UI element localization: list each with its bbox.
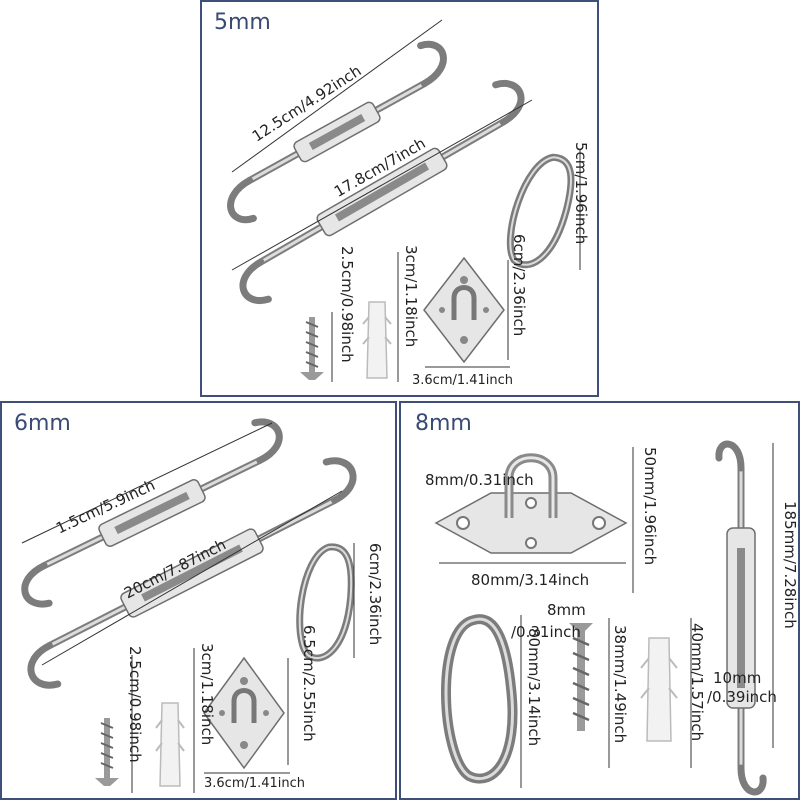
screw-icon xyxy=(569,623,593,731)
label-pad-width: 80mm/3.14inch xyxy=(471,571,590,589)
label-turnbuckle-hook: 10mm xyxy=(713,669,762,687)
label-screw-length: 38mm/1.49inch xyxy=(611,625,629,744)
label-pad-eye: 3.6cm/1.41inch xyxy=(412,373,514,388)
hardware-illustration-5mm xyxy=(227,19,581,382)
label-carabiner-width: 5cm/1.96inch xyxy=(572,142,590,245)
screw-icon xyxy=(95,718,119,786)
label-screw-dia-in: /0.31inch xyxy=(511,623,581,641)
label-carabiner-length: 6.5cm/2.55inch xyxy=(300,625,318,742)
label-screw: 2.5cm/0.98inch xyxy=(338,246,356,363)
panel-8mm: 8mm xyxy=(399,401,800,800)
screw-icon xyxy=(300,317,324,380)
label-anchor: 3cm/1.18inch xyxy=(198,643,216,746)
carabiner-icon xyxy=(441,614,518,784)
turnbuckle-long-icon xyxy=(27,457,357,689)
label-pad-ring: 8mm/0.31inch xyxy=(425,471,534,489)
label-screw: 2.5cm/0.98inch xyxy=(126,646,144,763)
label-carabiner-width: 6cm/2.36inch xyxy=(366,543,384,646)
wall-anchor-icon xyxy=(362,301,392,379)
panel-5mm: 5mm xyxy=(200,0,599,397)
label-carabiner-length: 80mm/3.14inch xyxy=(525,628,543,747)
panel-title: 8mm xyxy=(415,411,472,436)
wall-anchor-icon xyxy=(155,702,185,787)
label-carabiner-length: 6cm/2.36inch xyxy=(510,234,528,337)
label-turnbuckle-hook-in: /0.39inch xyxy=(707,688,777,706)
label-anchor: 3cm/1.18inch xyxy=(402,245,420,348)
pad-eye-icon xyxy=(203,656,285,770)
turnbuckle-icon xyxy=(715,440,767,796)
label-anchor-length: 40mm/1.57inch xyxy=(688,623,706,742)
hardware-illustration-8mm xyxy=(434,440,774,796)
turnbuckle-long-icon xyxy=(239,80,525,304)
hardware-illustration-6mm xyxy=(21,418,357,793)
pad-eye-icon xyxy=(423,256,505,364)
panel-title: 5mm xyxy=(214,10,271,35)
label-turnbuckle-length: 185mm/7.28inch xyxy=(781,501,799,629)
panel-6mm: 6mm xyxy=(0,401,397,800)
carabiner-icon xyxy=(296,543,355,662)
turnbuckle-short-icon xyxy=(21,418,283,608)
turnbuckle-short-icon xyxy=(227,40,447,224)
label-pad-height: 50mm/1.96inch xyxy=(641,447,659,566)
carabiner-icon xyxy=(506,153,575,269)
wall-anchor-icon xyxy=(640,637,678,742)
pad-eye-icon xyxy=(434,453,628,554)
label-screw-dia: 8mm xyxy=(547,601,586,619)
panel-title: 6mm xyxy=(14,411,71,436)
label-pad-eye: 3.6cm/1.41inch xyxy=(204,776,306,791)
